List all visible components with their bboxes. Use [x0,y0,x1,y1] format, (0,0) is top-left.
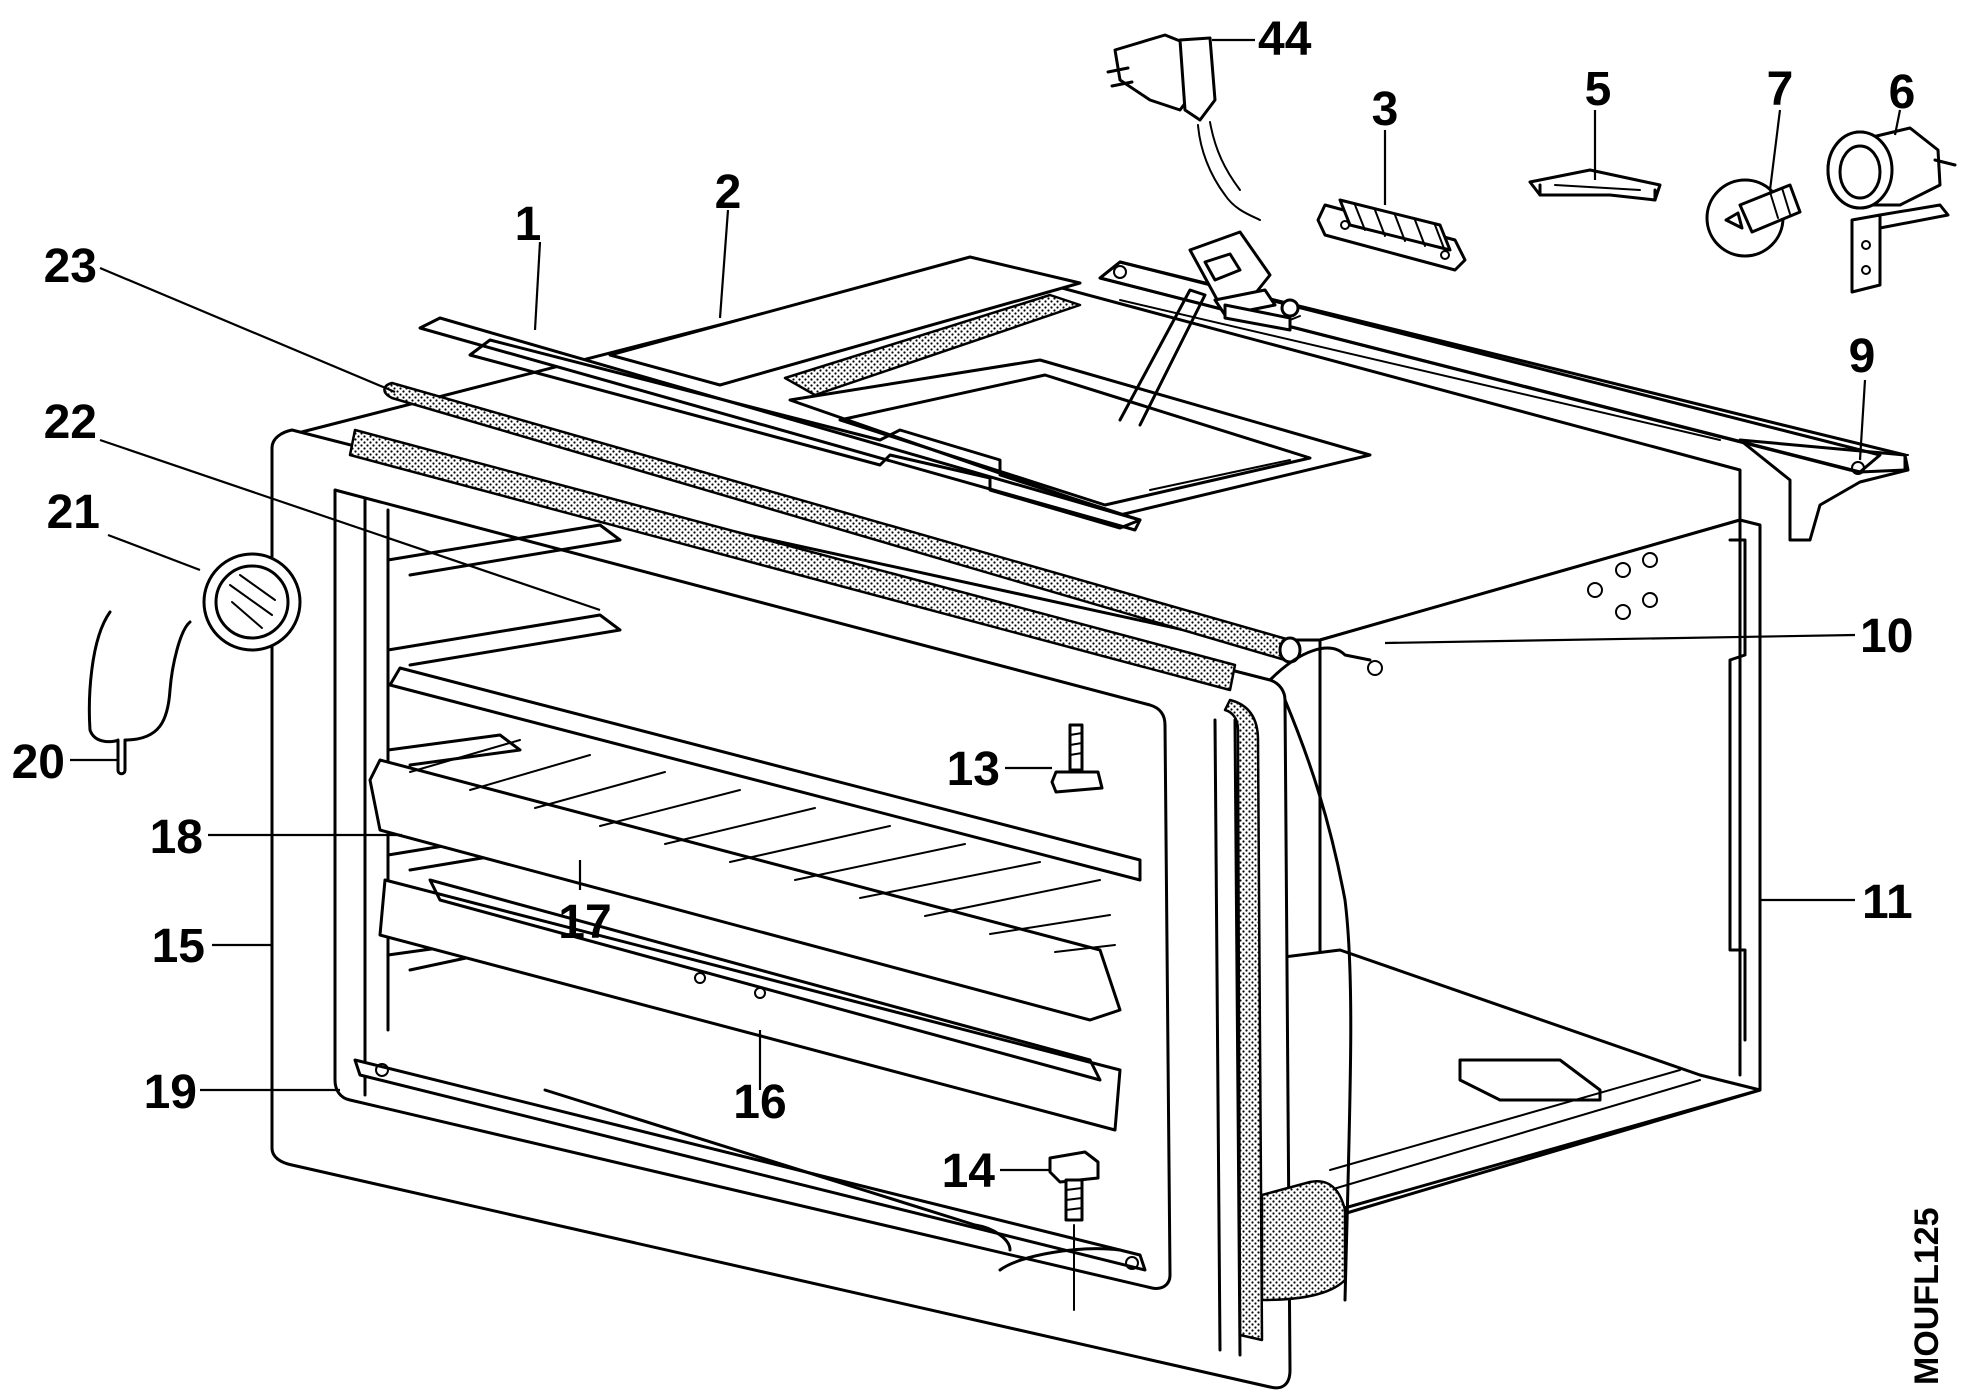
terminal-block-icon [1316,198,1467,272]
callout-19: 19 [144,1066,197,1119]
callout-5: 5 [1585,63,1612,116]
callout-22: 22 [44,396,97,449]
callout-15: 15 [152,920,205,973]
screw-13-icon [1050,723,1104,794]
callout-11: 11 [1862,876,1913,929]
callout-44: 44 [1258,13,1312,66]
door-seal-gasket [383,381,1302,664]
baking-tray [378,878,1122,1132]
callout-9: 9 [1849,330,1876,383]
lamp-glass-icon [202,552,302,652]
mains-plug-icon [1106,33,1261,221]
callout-10: 10 [1860,610,1913,663]
callout-6: 6 [1889,66,1916,119]
callout-labels: 1 2 3 5 7 6 44 9 10 11 13 14 15 16 17 18… [12,13,1916,1198]
shelf-grid [368,666,1142,1022]
callout-3: 3 [1372,83,1399,136]
callout-1: 1 [515,198,542,251]
drawing-code: MOUFL125 [1908,1207,1946,1385]
callout-14: 14 [942,1145,996,1198]
bottom-tray [353,1058,1147,1272]
screw-14-icon [1048,1150,1100,1311]
callout-23: 23 [44,240,97,293]
callout-2: 2 [715,166,742,219]
lamp-bulb-icon [1705,178,1802,258]
callout-21: 21 [47,486,100,539]
leader-lines [70,38,1902,1172]
callout-7: 7 [1767,63,1794,116]
glass-seal-icon [87,610,192,776]
callout-16: 16 [733,1076,786,1129]
top-panel-details [418,230,1372,532]
lamp-holder-icon [1826,126,1957,294]
callout-18: 18 [150,811,203,864]
lamp-bracket-icon [1528,168,1662,202]
callout-20: 20 [12,736,65,789]
callout-13: 13 [947,743,1000,796]
callout-17: 17 [558,896,611,949]
